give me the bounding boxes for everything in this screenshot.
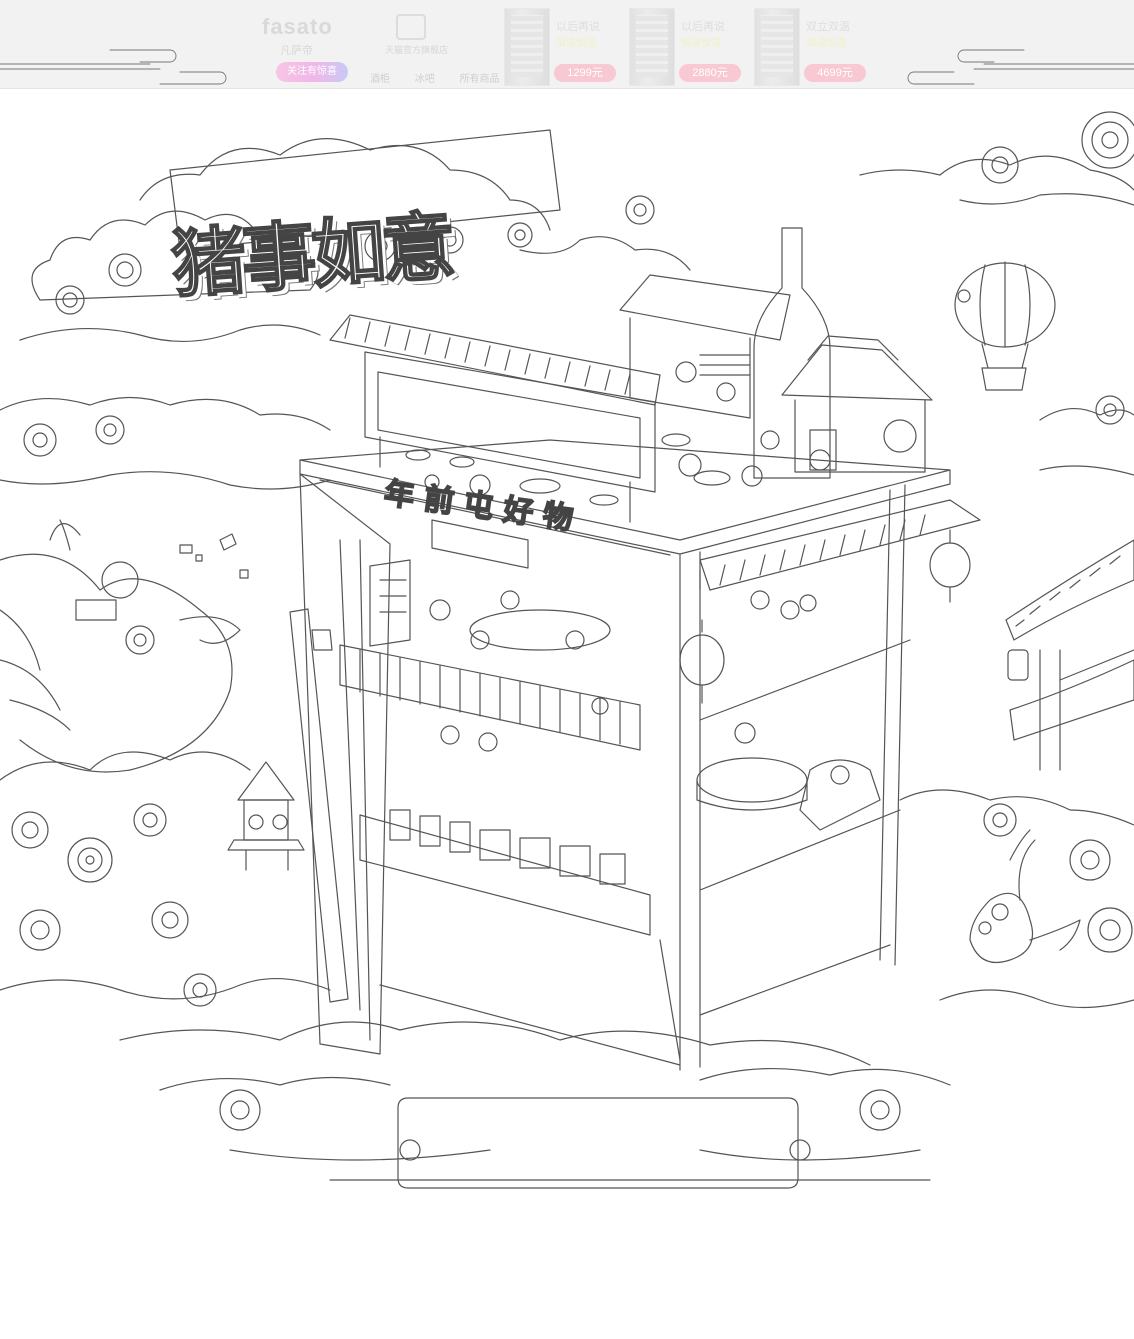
- product-name: 以后再说: [556, 21, 600, 33]
- brand-logo[interactable]: fasato 凡萨帝: [262, 14, 333, 58]
- product-price[interactable]: 2880元: [679, 64, 741, 82]
- wine-cabinet-image: [629, 8, 675, 86]
- store-header: fasato 凡萨帝 天猫官方旗舰店 关注有惊喜 酒柜 冰吧 所有商品 以后再说…: [0, 0, 1134, 89]
- follow-button[interactable]: 关注有惊喜: [276, 62, 348, 82]
- cloud-cluster-top-right: [859, 111, 1134, 206]
- product-tag: 恒温恒湿: [681, 38, 721, 49]
- category-nav: 酒柜 冰吧 所有商品: [370, 70, 522, 85]
- shop-label: 天猫官方旗舰店: [385, 45, 449, 55]
- title-cloud-outline: [169, 129, 561, 251]
- brand-subtitle: 凡萨帝: [280, 45, 313, 57]
- cloud-band-right: [899, 395, 1134, 1009]
- koi-fish-left: [0, 519, 249, 773]
- clock-tower: [227, 761, 305, 871]
- koi-fish-right: [969, 829, 1081, 964]
- nav-item-all-products[interactable]: 所有商品: [459, 74, 500, 85]
- wine-cabinet-image: [754, 8, 800, 86]
- rooftop-structures: [329, 227, 933, 523]
- pagoda-right: [1005, 539, 1134, 771]
- product-card[interactable]: 以后再说 恒温恒湿 2880元: [629, 4, 751, 86]
- product-name: 双立双温: [806, 21, 850, 33]
- product-card[interactable]: 双立双温 恒温恒湿 4699元: [754, 4, 876, 86]
- cloud-band-left: [0, 396, 331, 1007]
- nav-item-wine-cabinet[interactable]: 酒柜: [370, 74, 390, 85]
- cloud-cluster-top-left: [19, 138, 691, 343]
- cloud-ornament-right-icon: [907, 49, 1134, 85]
- product-name: 以后再说: [681, 21, 725, 33]
- cloud-base: [119, 1021, 951, 1189]
- tmall-icon: [396, 14, 426, 40]
- product-price[interactable]: 4699元: [804, 64, 866, 82]
- product-price[interactable]: 1299元: [554, 64, 616, 82]
- line-art-illustration: 猪事如意 年前屯好物: [0, 88, 1134, 1339]
- product-tag: 恒温恒湿: [556, 38, 596, 49]
- product-tag: 恒温恒湿: [806, 38, 846, 49]
- brand-name: fasato: [262, 14, 333, 39]
- illustration-title: 猪事如意: [168, 202, 455, 309]
- shop-badge[interactable]: 天猫官方旗舰店: [385, 14, 449, 56]
- building-main: [289, 439, 981, 1071]
- nav-item-mini-bar[interactable]: 冰吧: [414, 74, 435, 85]
- cloud-ornament-left-icon: [0, 49, 227, 85]
- product-card[interactable]: 以后再说 恒温恒湿 1299元: [504, 4, 626, 86]
- hot-air-balloon: [954, 261, 1056, 391]
- wine-cabinet-image: [504, 8, 550, 86]
